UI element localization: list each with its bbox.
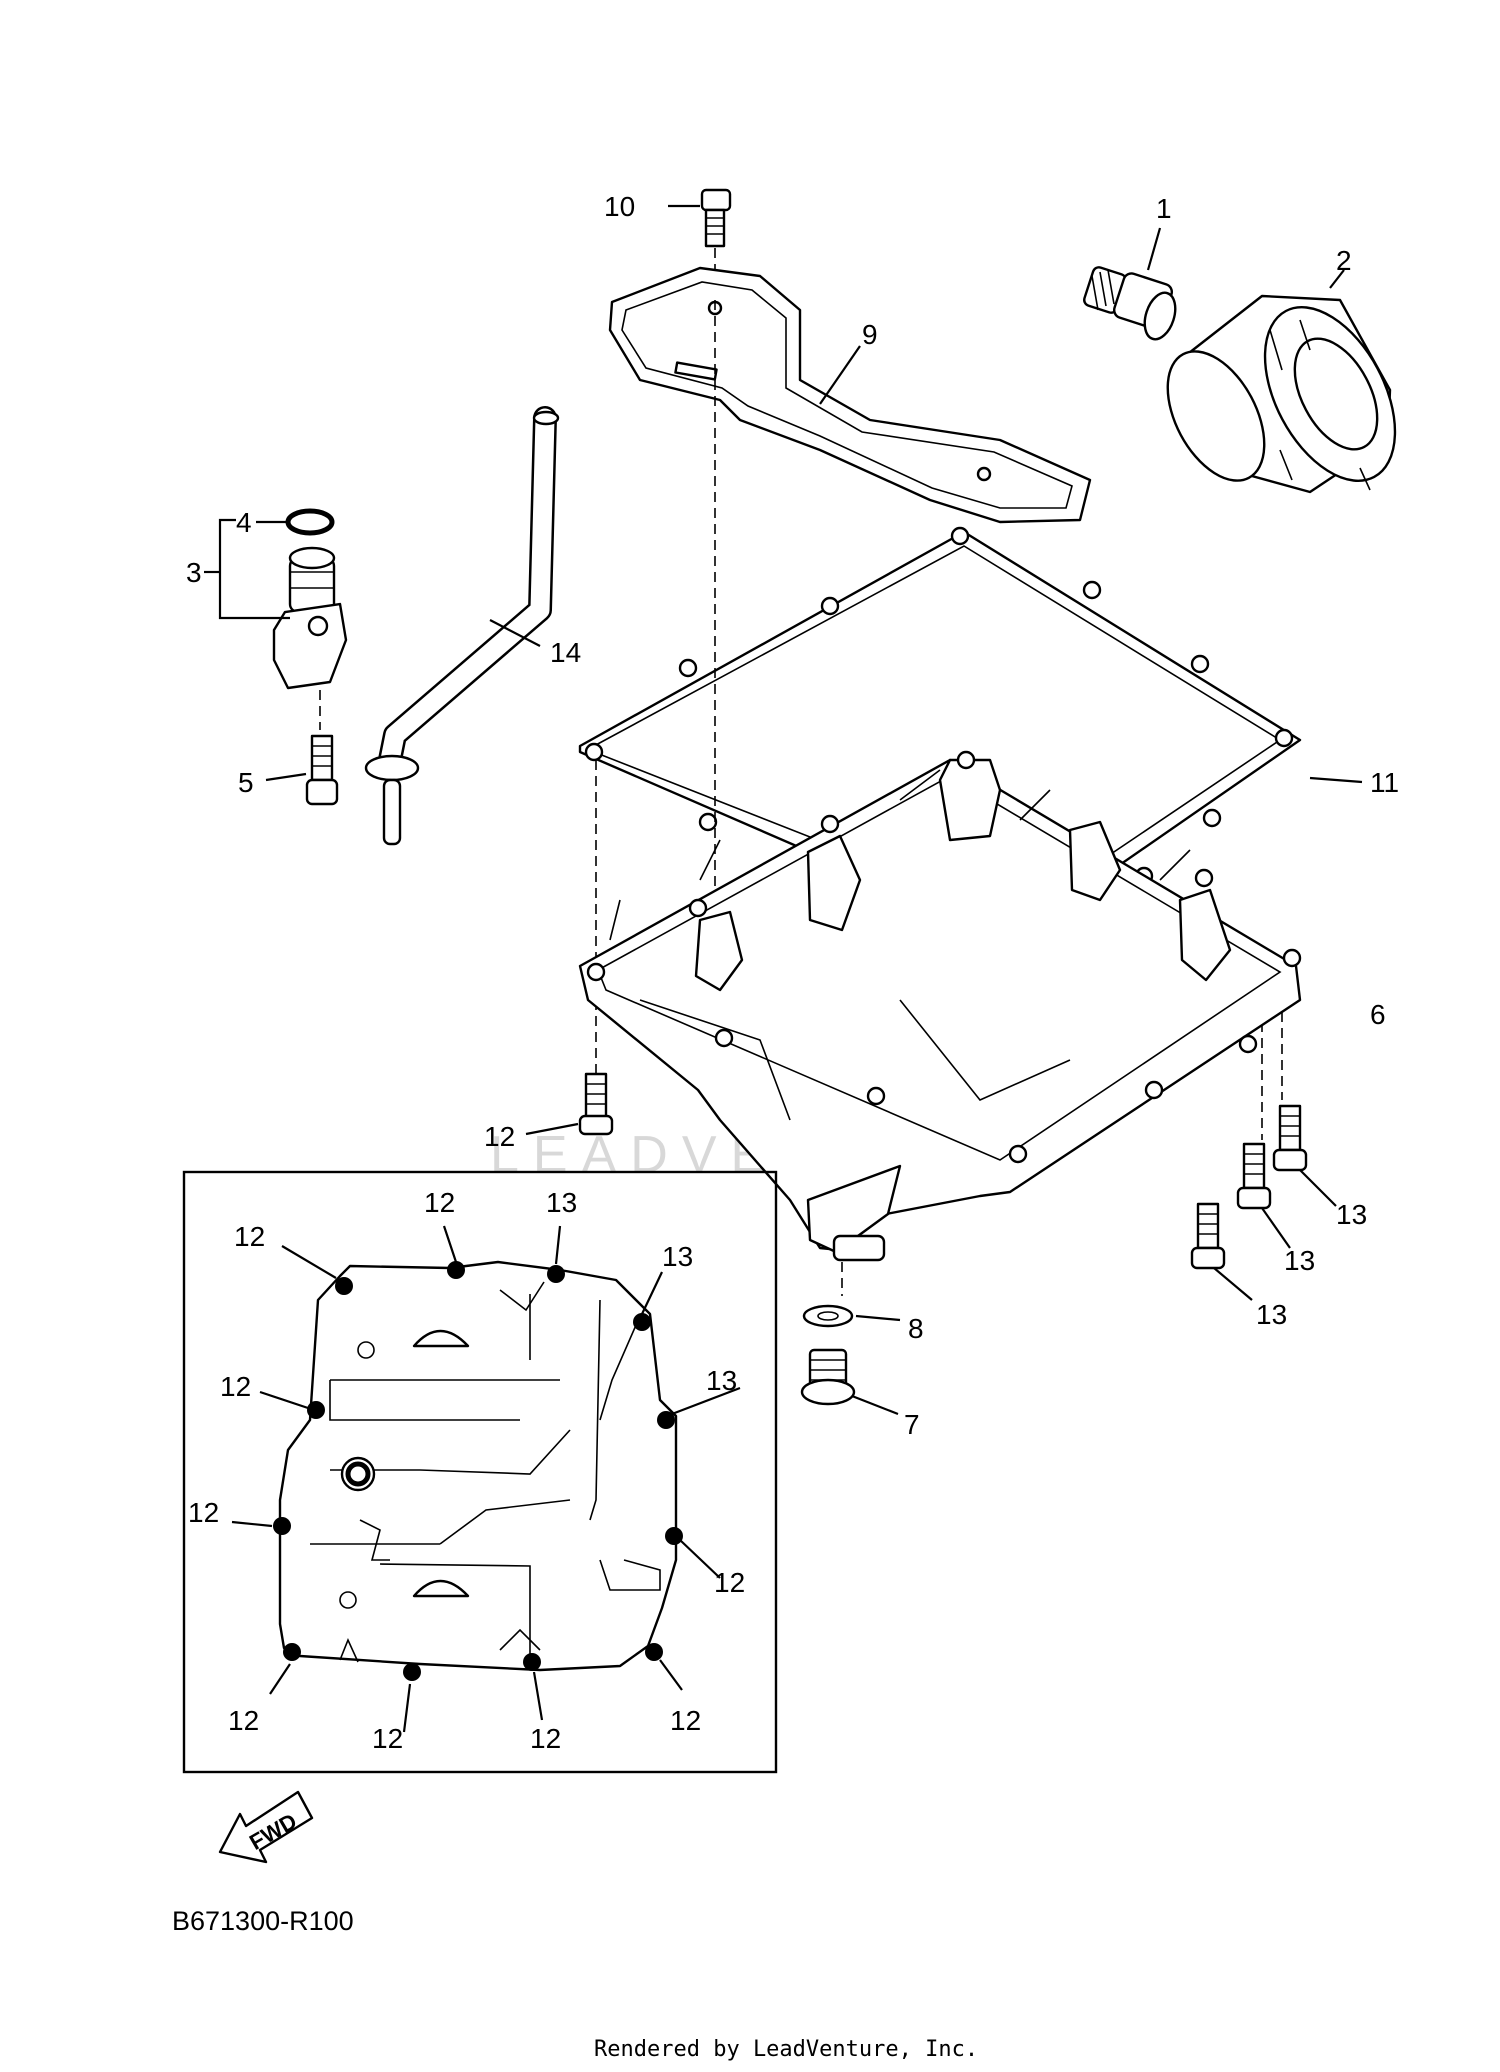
inset-callout-12-right: 12 <box>714 1567 745 1598</box>
part-13-bolt-a <box>1272 1104 1308 1172</box>
inset-bottom-view: 12 12 13 13 13 12 12 12 12 12 12 12 <box>182 1170 778 1774</box>
callout-4: 4 <box>236 507 252 538</box>
part-8-gasket <box>802 1304 854 1328</box>
callout-10: 10 <box>604 191 635 222</box>
part-13-bolt-b <box>1236 1142 1272 1210</box>
inset-callout-12-bl: 12 <box>228 1705 259 1736</box>
reference-code: B671300-R100 <box>172 1906 354 1936</box>
callout-12: 12 <box>484 1121 515 1152</box>
callout-2: 2 <box>1336 245 1352 276</box>
part-14-pipe <box>364 406 560 846</box>
callout-labels: 1 2 3 4 5 6 7 8 9 10 11 12 13 13 13 14 <box>186 191 1399 1440</box>
callout-13-c: 13 <box>1256 1299 1287 1330</box>
part-13-bolt-c <box>1190 1202 1226 1270</box>
part-5-bolt <box>305 734 339 806</box>
inset-callout-12-bottom-a: 12 <box>372 1723 403 1754</box>
inset-callout-12-top: 12 <box>424 1187 455 1218</box>
callout-6: 6 <box>1370 999 1386 1030</box>
part-1-union-bolt <box>1083 266 1177 341</box>
part-4-o-ring <box>285 508 335 536</box>
callout-5: 5 <box>238 767 254 798</box>
part-3-relief-valve <box>272 546 348 690</box>
inset-callout-13-top: 13 <box>546 1187 577 1218</box>
inset-callout-13-upper-right: 13 <box>662 1241 693 1272</box>
callout-7: 7 <box>904 1409 920 1440</box>
inset-callout-12-br: 12 <box>670 1705 701 1736</box>
part-2-oil-filter <box>1166 294 1397 494</box>
callout-8: 8 <box>908 1313 924 1344</box>
callout-13-a: 13 <box>1336 1199 1367 1230</box>
inset-callout-12-tl: 12 <box>234 1221 265 1252</box>
callout-1: 1 <box>1156 193 1172 224</box>
inset-callout-13-right: 13 <box>706 1365 737 1396</box>
part-10-bolt <box>700 188 732 248</box>
callout-14: 14 <box>550 637 581 668</box>
callout-11: 11 <box>1370 767 1399 798</box>
callout-9: 9 <box>862 319 878 350</box>
part-7-drain-plug <box>800 1348 856 1406</box>
part-12-bolt <box>578 1072 614 1136</box>
callout-13-b: 13 <box>1284 1245 1315 1276</box>
fwd-arrow-icon: FWD <box>218 1790 314 1864</box>
inset-callout-12-left-upper: 12 <box>220 1371 251 1402</box>
rendered-by-credit: Rendered by LeadVenture, Inc. <box>594 2037 978 2062</box>
inset-callout-12-left: 12 <box>188 1497 219 1528</box>
part-9-baffle-plate <box>608 266 1092 524</box>
part-6-oil-pan <box>578 750 1302 1262</box>
callout-3: 3 <box>186 557 202 588</box>
inset-callout-12-bottom-b: 12 <box>530 1723 561 1754</box>
